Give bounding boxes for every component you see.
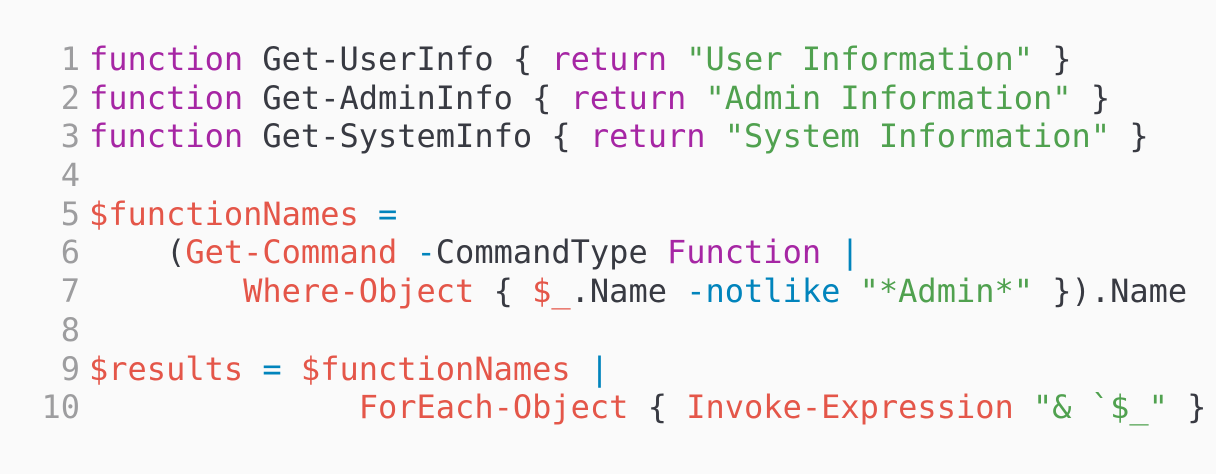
token-plain xyxy=(648,233,667,271)
token-variable: $_ xyxy=(532,272,571,311)
line-number: 9 xyxy=(60,349,80,388)
line-content[interactable]: function Get-UserInfo { return "User Inf… xyxy=(80,40,1072,79)
line-content[interactable] xyxy=(80,156,108,195)
code-line[interactable]: 8 xyxy=(0,311,1216,350)
line-number: 7 xyxy=(60,272,80,311)
token-plain: } xyxy=(1110,117,1149,156)
line-content[interactable]: ForEach-Object { Invoke-Expression "& `$… xyxy=(80,388,1207,427)
line-number: 4 xyxy=(60,156,80,195)
code-line[interactable]: 10 ForEach-Object { Invoke-Expression "&… xyxy=(0,388,1216,427)
token-cmdlet: ForEach-Object xyxy=(358,388,629,427)
token-operator: | xyxy=(589,349,610,388)
line-content[interactable]: (Get-Command -CommandType Function | xyxy=(80,233,860,272)
token-variable: $functionNames xyxy=(300,349,571,388)
token-operator: = xyxy=(377,194,398,233)
token-keyword: function xyxy=(89,40,244,78)
token-plain: Get-UserInfo { xyxy=(243,40,552,78)
token-plain: }).Name xyxy=(1033,272,1188,311)
token-plain: } xyxy=(1071,78,1111,117)
token-cmdlet: Where-Object xyxy=(243,272,475,311)
token-plain xyxy=(89,272,243,310)
token-operator: | xyxy=(840,233,860,272)
token-plain: } xyxy=(1167,388,1207,427)
line-number: 10 xyxy=(41,388,80,427)
token-variable: $functionNames xyxy=(89,194,359,233)
token-plain xyxy=(1014,388,1033,426)
token-plain xyxy=(397,233,416,271)
token-cmdlet: Get-Command xyxy=(185,233,398,272)
line-content[interactable]: $functionNames = xyxy=(80,195,397,234)
token-plain xyxy=(821,233,840,271)
token-string: "User Information" xyxy=(686,40,1034,78)
code-line[interactable]: 5$functionNames = xyxy=(0,195,1216,234)
line-number: 5 xyxy=(60,194,80,233)
token-plain xyxy=(686,79,705,117)
token-plain xyxy=(89,388,359,426)
line-number: 3 xyxy=(60,117,80,156)
token-plain: Get-AdminInfo { xyxy=(243,78,571,117)
token-plain: ( xyxy=(89,233,186,272)
token-string: "*Admin*" xyxy=(859,272,1034,311)
code-line[interactable]: 7 Where-Object { $_.Name -notlike "*Admi… xyxy=(0,272,1216,311)
token-type: Function xyxy=(666,233,822,272)
token-plain: } xyxy=(1033,40,1072,78)
code-line[interactable]: 4 xyxy=(0,156,1216,195)
token-string: "Admin Information" xyxy=(705,78,1072,117)
token-string: "System Information" xyxy=(724,117,1111,156)
token-operator: - xyxy=(416,233,436,272)
token-plain: { xyxy=(628,388,687,427)
line-content[interactable]: $results = $functionNames | xyxy=(80,350,609,389)
line-content[interactable] xyxy=(80,311,108,350)
line-number: 6 xyxy=(60,233,80,272)
token-string: "& `$_" xyxy=(1033,388,1168,427)
token-plain: .Name xyxy=(570,272,687,311)
token-plain xyxy=(706,117,725,155)
line-content[interactable]: function Get-AdminInfo { return "Admin I… xyxy=(80,79,1110,118)
token-plain: Get-SystemInfo { xyxy=(243,117,590,156)
code-line[interactable]: 6 (Get-Command -CommandType Function | xyxy=(0,233,1216,272)
token-plain xyxy=(282,350,301,388)
token-plain: CommandType xyxy=(435,233,648,272)
token-plain xyxy=(359,195,378,233)
token-keyword: return xyxy=(551,40,667,78)
line-number: 2 xyxy=(60,78,80,117)
line-content[interactable]: Where-Object { $_.Name -notlike "*Admin*… xyxy=(80,272,1187,311)
token-plain xyxy=(571,350,590,388)
token-plain xyxy=(243,350,262,388)
token-keyword: function xyxy=(89,78,244,117)
token-cmdlet: Invoke-Expression xyxy=(686,388,1014,427)
token-plain xyxy=(667,40,686,78)
token-plain: { xyxy=(474,272,533,311)
line-content[interactable]: function Get-SystemInfo { return "System… xyxy=(80,117,1149,156)
token-keyword: return xyxy=(570,78,687,117)
line-number: 8 xyxy=(60,310,80,349)
code-line[interactable]: 9$results = $functionNames | xyxy=(0,350,1216,389)
token-plain xyxy=(840,272,859,310)
token-operator: = xyxy=(262,349,282,388)
token-keyword: return xyxy=(589,117,706,156)
token-variable: $results xyxy=(89,349,244,388)
token-keyword: function xyxy=(89,117,244,156)
line-number: 1 xyxy=(60,40,80,78)
token-operator: -notlike xyxy=(686,272,841,311)
